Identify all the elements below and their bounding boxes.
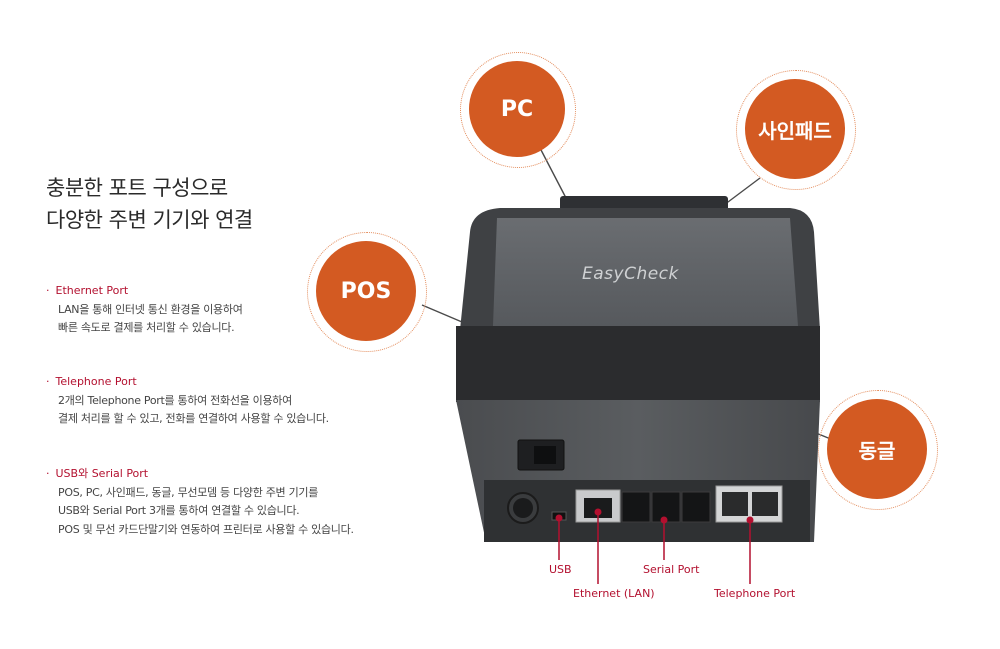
signpad-bubble: 사인패드 <box>745 79 845 179</box>
bullet-icon: · <box>46 375 50 388</box>
pos-connector-line <box>421 304 463 323</box>
usb-callout-dot <box>555 514 563 522</box>
feature-title: ·USB와 Serial Port <box>46 467 149 480</box>
serial-port-1 <box>621 491 651 523</box>
bullet-icon: · <box>46 284 50 297</box>
bullet-icon: · <box>46 467 50 480</box>
headline-line-1: 충분한 포트 구성으로 <box>46 176 228 200</box>
pos-bubble-ring <box>307 232 427 352</box>
device-logo: EasyCheck <box>582 264 679 284</box>
telephone-label: Telephone Port <box>714 587 796 600</box>
ethernet-port-inner <box>584 498 612 518</box>
feature-title: ·Ethernet Port <box>46 284 129 297</box>
serial-port-2 <box>651 491 681 523</box>
pos-bubble: POS <box>316 241 416 341</box>
signpad-bubble-ring <box>736 70 856 190</box>
ethernet-callout-dot <box>594 508 602 516</box>
feature-telephone: ·Telephone Port 2개의 Telephone Port를 통하여 … <box>46 373 329 429</box>
feature-desc-line: POS, PC, 사인패드, 동글, 무선모뎀 등 다양한 주변 기기를 <box>58 485 319 499</box>
telephone-port-2 <box>752 492 778 516</box>
power-switch-rocker <box>534 446 556 464</box>
headline-line-2: 다양한 주변 기기와 연결 <box>46 208 253 232</box>
telephone-port-1 <box>722 492 748 516</box>
feature-desc-line: 결제 처리를 할 수 있고, 전화를 연결하여 사용할 수 있습니다. <box>58 412 329 425</box>
feature-ethernet: ·Ethernet Port LAN을 통해 인터넷 통신 환경을 이용하여 빠… <box>46 282 243 338</box>
feature-desc-line: 2개의 Telephone Port를 통하여 전화선을 이용하여 <box>58 393 292 407</box>
serial-callout-dot <box>660 516 668 524</box>
serial-label: Serial Port <box>643 563 700 576</box>
usb-label: USB <box>549 563 572 576</box>
device-top-cover <box>493 218 798 326</box>
feature-desc-line: USB와 Serial Port 3개를 통하여 연결할 수 있습니다. <box>58 504 300 517</box>
pc-bubble-ring <box>460 52 576 168</box>
feature-usb-serial: ·USB와 Serial Port POS, PC, 사인패드, 동글, 무선모… <box>46 465 354 539</box>
feature-desc-line: POS 및 무선 카드단말기와 연동하여 프린터로 사용할 수 있습니다. <box>58 522 354 536</box>
signpad-connector-line <box>723 177 761 206</box>
feature-desc-line: LAN을 통해 인터넷 통신 환경을 이용하여 <box>58 302 243 316</box>
feature-title: ·Telephone Port <box>46 375 137 388</box>
telephone-callout-dot <box>746 516 754 524</box>
headline: 충분한 포트 구성으로 다양한 주변 기기와 연결 <box>46 172 253 236</box>
ethernet-label: Ethernet (LAN) <box>573 587 655 600</box>
dongle-bubble: 동글 <box>827 399 927 499</box>
serial-port-3 <box>681 491 711 523</box>
dongle-bubble-ring <box>818 390 938 510</box>
pc-bubble: PC <box>469 61 565 157</box>
device-band <box>456 326 820 402</box>
power-jack-inner <box>513 498 533 518</box>
feature-desc-line: 빠른 속도로 결제를 처리할 수 있습니다. <box>58 321 235 334</box>
